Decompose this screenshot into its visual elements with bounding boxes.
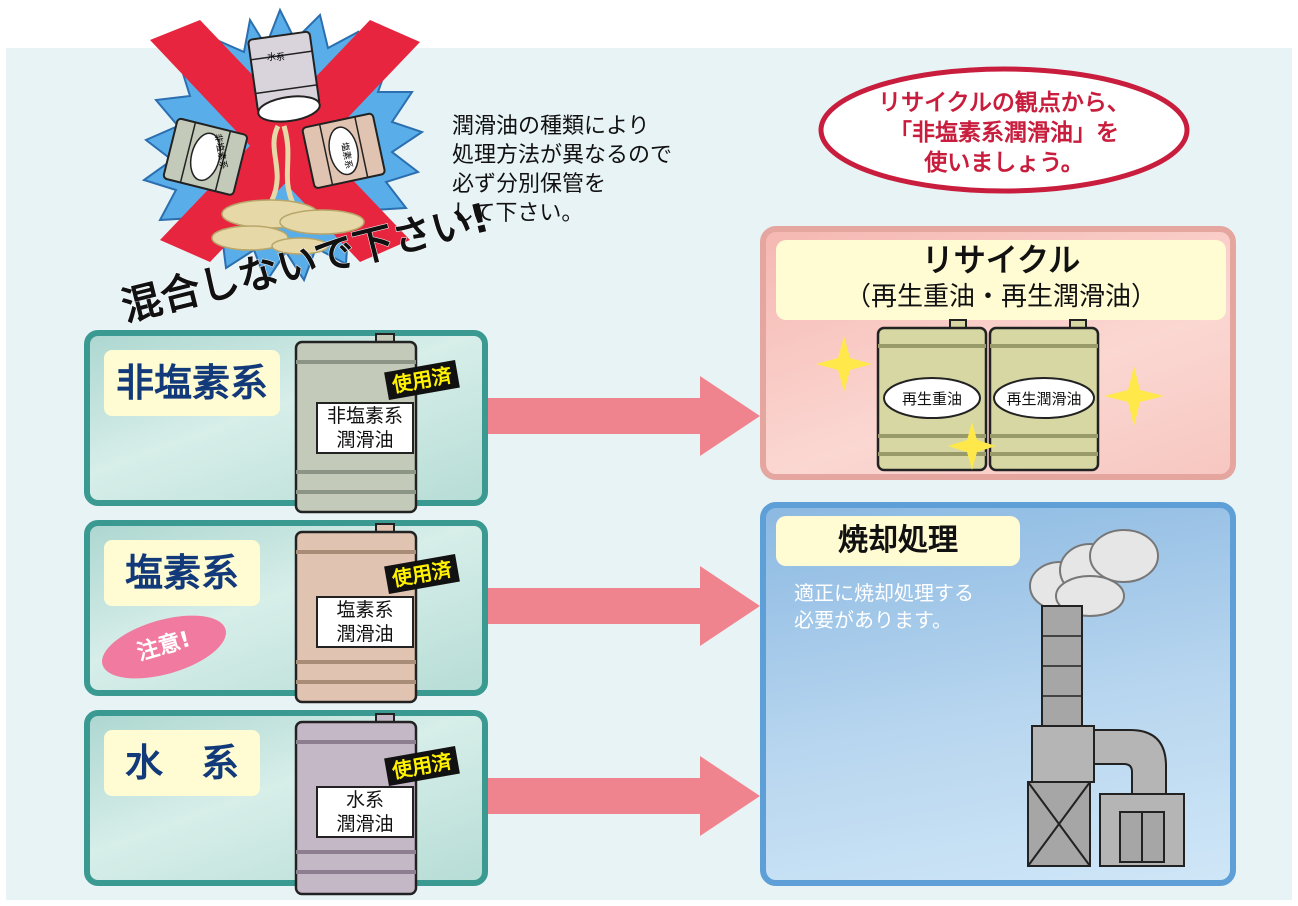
instruction-line: して下さい。: [452, 201, 584, 226]
drum-label-line: 非塩素系: [326, 405, 403, 427]
mix-warning-graphic: 非塩素系 塩素系 水系: [141, 7, 425, 285]
recycled-drums: 再生重油 再生潤滑油: [816, 319, 1164, 472]
arrow-to-recycle: [488, 376, 760, 456]
instruction-line: 処理方法が異なるので: [452, 143, 673, 168]
recommendation-line: 「非塩素系潤滑油」を: [889, 120, 1119, 146]
drum-label: 水系 潤滑油: [316, 786, 414, 838]
drum-label-line: 潤滑油: [336, 813, 394, 835]
oil-puddle-4: [271, 237, 329, 255]
category-panel-non-chlorine: 非塩素系: [84, 330, 488, 506]
drum-label: 非塩素系 潤滑油: [316, 402, 414, 454]
sorting-instruction: 潤滑油の種類により 処理方法が異なるので 必ず分別保管を して下さい。: [452, 112, 672, 228]
arrow-chlorine-to-incineration: [488, 566, 760, 646]
incineration-title: 焼却処理: [776, 516, 1020, 566]
smoke-cloud: [1029, 529, 1159, 617]
drum-label-line: 潤滑油: [336, 623, 394, 645]
left-drum-icon: [162, 117, 249, 196]
incineration-description-line: 適正に焼却処理する: [794, 581, 974, 605]
recycled-drum-label: 再生潤滑油: [1006, 390, 1081, 408]
incineration-description-line: 必要があります。: [794, 608, 952, 632]
arrow-water-to-incineration: [488, 756, 760, 836]
recommendation-oval: リサイクルの観点から、 「非塩素系潤滑油」を 使いましょう。: [818, 66, 1190, 194]
incineration-description: 適正に焼却処理する 必要があります。: [794, 580, 974, 634]
red-cross-bar-2: [160, 20, 420, 262]
drum-label-line: 塩素系: [336, 599, 394, 621]
category-label: 塩素系: [104, 540, 260, 606]
recycle-title: リサイクル: [921, 241, 1081, 279]
instruction-line: 潤滑油の種類により: [452, 114, 650, 139]
drum-label-line: 水系: [345, 789, 384, 811]
instruction-line: 必ず分別保管を: [452, 172, 607, 197]
sparkle-icon: [816, 336, 872, 392]
recommendation-line: 使いましょう。: [924, 150, 1084, 176]
recycled-drum-label: 再生重油: [902, 390, 962, 408]
category-label: 水 系: [104, 730, 260, 796]
recycle-title-bar: リサイクル （再生重油・再生潤滑油）: [776, 240, 1226, 320]
incinerator-icon: [1027, 529, 1185, 867]
category-label: 非塩素系: [104, 350, 280, 416]
oil-stream: [269, 124, 297, 208]
sparkle-icon: [1104, 366, 1164, 426]
right-drum-icon: [301, 112, 386, 189]
sparkle-icon: [948, 422, 996, 470]
category-panel-water: 水 系: [84, 710, 488, 886]
drum-label: 塩素系 潤滑油: [316, 596, 414, 648]
recommendation-line: リサイクルの観点から、: [878, 90, 1130, 116]
drum-label-line: 潤滑油: [336, 429, 394, 451]
top-drum-icon: [247, 30, 321, 123]
top-drum-char: 水系: [267, 51, 285, 63]
oil-puddle-2: [279, 209, 365, 235]
recycle-subtitle: （再生重油・再生潤滑油）: [844, 282, 1157, 312]
